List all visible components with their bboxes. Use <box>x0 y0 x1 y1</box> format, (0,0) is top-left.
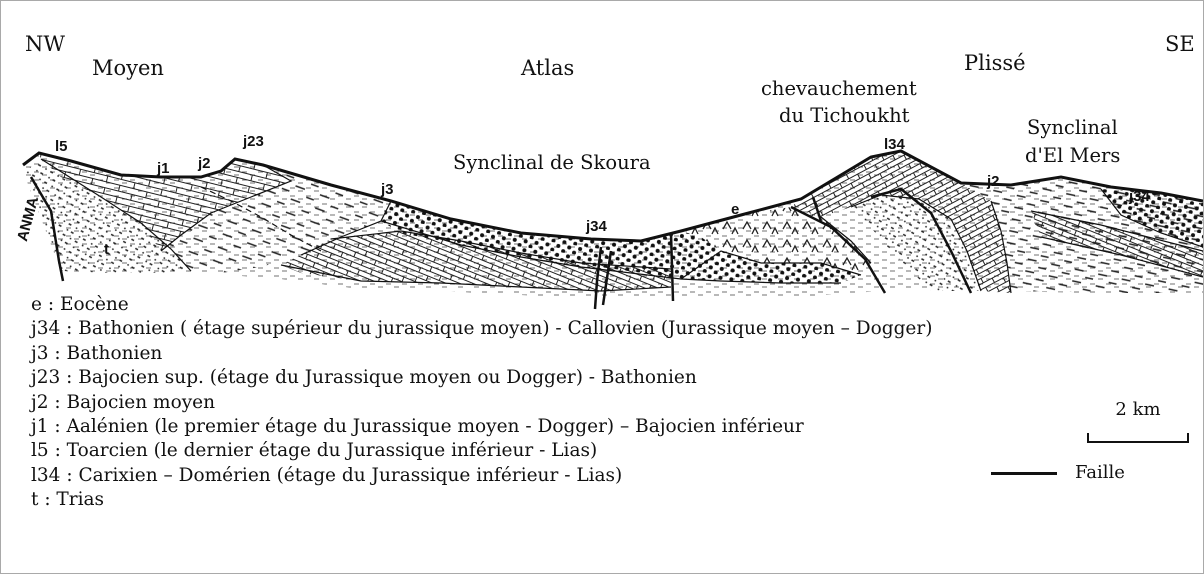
label-elmers-line1: Synclinal <box>1027 118 1118 138</box>
unit-label-j2-nw: j2 <box>198 156 211 171</box>
scale-bar-line <box>1087 429 1189 443</box>
orientation-se: SE <box>1165 34 1195 55</box>
fault-key-line <box>991 472 1057 475</box>
legend-item-j1: j1 : Aalénien (le premier étage du Juras… <box>31 415 932 439</box>
legend: e : Eocène j34 : Bathonien ( étage supér… <box>31 293 932 513</box>
unit-label-j3: j3 <box>381 182 394 197</box>
scale-bar: 2 km <box>1087 399 1189 443</box>
legend-item-j34: j34 : Bathonien ( étage supérieur du jur… <box>31 317 932 341</box>
legend-item-j3: j3 : Bathonien <box>31 342 932 366</box>
region-title-plisse: Plissé <box>964 53 1026 74</box>
orientation-nw: NW <box>25 34 65 55</box>
unit-label-j1: j1 <box>157 161 170 176</box>
legend-item-l34: l34 : Carixien – Domérien (étage du Jura… <box>31 464 932 488</box>
legend-item-l5: l5 : Toarcien (le dernier étage du Juras… <box>31 439 932 463</box>
legend-item-j23: j23 : Bajocien sup. (étage du Jurassique… <box>31 366 932 390</box>
legend-item-j2: j2 : Bajocien moyen <box>31 391 932 415</box>
legend-item-t: t : Trias <box>31 488 932 512</box>
label-thrust-line1: chevauchement <box>761 79 917 99</box>
unit-label-e: e <box>731 202 739 217</box>
label-thrust-line2: du Tichoukht <box>779 106 909 126</box>
label-synclinal-skoura: Synclinal de Skoura <box>453 153 651 173</box>
region-title-atlas: Atlas <box>521 58 574 79</box>
fault-key-label: Faille <box>1075 462 1125 483</box>
unit-label-l34: l34 <box>884 137 905 152</box>
region-title-moyen: Moyen <box>92 58 164 79</box>
unit-label-j34-skoura: j34 <box>586 219 607 234</box>
unit-label-t: t <box>104 242 109 257</box>
label-elmers-line2: d'El Mers <box>1025 146 1120 166</box>
unit-label-j34-elmers: j34 <box>1129 189 1150 204</box>
unit-label-j2-se: j2 <box>987 174 1000 189</box>
legend-item-e: e : Eocène <box>31 293 932 317</box>
unit-label-j23: j23 <box>243 134 264 149</box>
scale-label: 2 km <box>1087 399 1189 420</box>
unit-label-l5: l5 <box>55 139 68 154</box>
